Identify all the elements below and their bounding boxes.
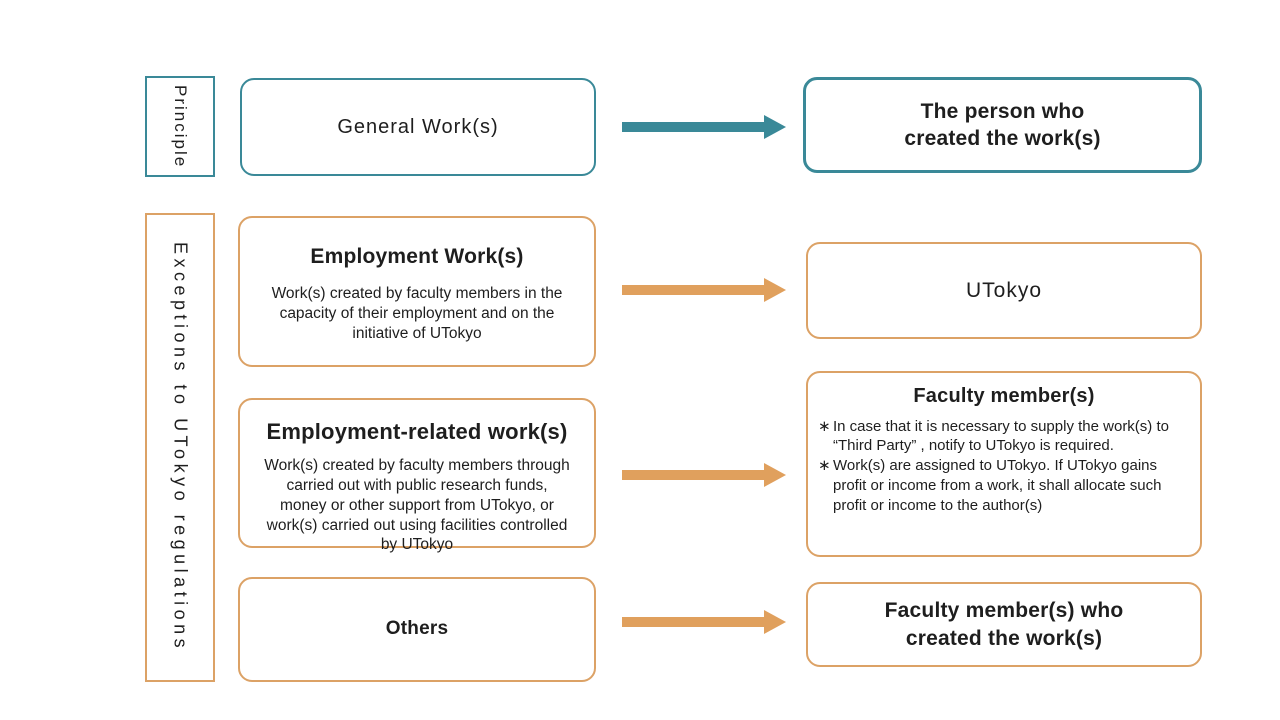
note-assignment: ∗ Work(s) are assigned to UTokyo. If UTo… bbox=[816, 456, 1192, 515]
arrow-shaft bbox=[622, 470, 764, 480]
utokyo-box: UTokyo bbox=[806, 242, 1202, 339]
exceptions-rail: Exceptions to UTokyo regulations bbox=[145, 213, 215, 682]
arrow-related-to-faculty bbox=[622, 463, 786, 487]
employment-works-box: Employment Work(s) Work(s) created by fa… bbox=[238, 216, 596, 367]
others-box: Others bbox=[238, 577, 596, 682]
arrow-shaft bbox=[622, 617, 764, 627]
general-works-box: General Work(s) bbox=[240, 78, 596, 176]
arrow-head-icon bbox=[764, 115, 786, 139]
note-third-party: ∗ In case that it is necessary to supply… bbox=[816, 417, 1192, 457]
arrow-shaft bbox=[622, 122, 764, 132]
faculty-creator-box: Faculty member(s) who created the work(s… bbox=[806, 582, 1202, 667]
note-assignment-text: Work(s) are assigned to UTokyo. If UToky… bbox=[833, 457, 1162, 514]
principle-rail-label: Principle bbox=[171, 84, 190, 169]
person-created-line1: The person who bbox=[920, 99, 1085, 123]
faculty-members-notes: ∗ In case that it is necessary to supply… bbox=[816, 417, 1192, 516]
faculty-members-title: Faculty member(s) bbox=[913, 385, 1095, 407]
employment-related-description: Work(s) created by faculty members throu… bbox=[264, 457, 570, 554]
others-label: Others bbox=[385, 618, 449, 640]
principle-rail: Principle bbox=[145, 76, 215, 177]
note-third-party-text: In case that it is necessary to supply t… bbox=[833, 417, 1169, 455]
general-works-label: General Work(s) bbox=[337, 115, 499, 138]
asterisk-marker: ∗ bbox=[818, 457, 831, 475]
arrow-shaft bbox=[622, 285, 764, 295]
person-created-box: The person who created the work(s) bbox=[803, 77, 1202, 173]
arrow-head-icon bbox=[764, 610, 786, 634]
utokyo-label: UTokyo bbox=[965, 278, 1043, 302]
faculty-creator-line2: created the work(s) bbox=[905, 626, 1103, 650]
asterisk-marker: ∗ bbox=[818, 417, 831, 435]
person-created-line2: created the work(s) bbox=[904, 127, 1101, 150]
employment-related-works-box: Employment-related work(s) Work(s) creat… bbox=[238, 398, 596, 553]
arrow-head-icon bbox=[764, 463, 786, 487]
faculty-members-box: Faculty member(s) ∗ In case that it is n… bbox=[806, 371, 1202, 557]
exceptions-rail-label: Exceptions to UTokyo regulations bbox=[170, 242, 191, 653]
employment-related-title: Employment-related work(s) bbox=[266, 419, 568, 444]
arrow-general-to-creator bbox=[622, 115, 786, 139]
faculty-creator-line1: Faculty member(s) who bbox=[884, 599, 1124, 623]
employment-works-description: Work(s) created by faculty members in th… bbox=[271, 284, 563, 342]
arrow-employment-to-utokyo bbox=[622, 278, 786, 302]
arrow-others-to-faculty-creator bbox=[622, 610, 786, 634]
employment-works-title: Employment Work(s) bbox=[310, 245, 524, 268]
arrow-head-icon bbox=[764, 278, 786, 302]
